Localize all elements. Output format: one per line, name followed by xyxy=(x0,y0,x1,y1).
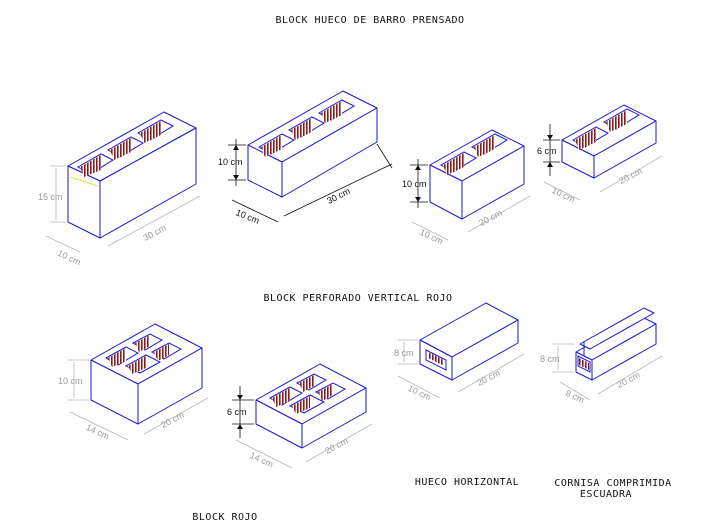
block-7-width-label: 10 cm xyxy=(406,383,432,402)
block-5: 10 cm 14 cm 20 cm xyxy=(58,323,209,442)
block-3-length-label: 20 cm xyxy=(477,208,503,228)
block-7-length-label: 20 cm xyxy=(475,368,501,388)
block-2-height-label: 10 cm xyxy=(218,157,243,167)
block-6-length-label: 20 cm xyxy=(323,436,349,456)
block-8-width-label: 8 cm xyxy=(564,388,586,405)
block-2-length-label: 30 cm xyxy=(325,186,351,206)
block-4-height-label: 6 cm xyxy=(537,146,557,156)
block-6: 6 cm 14 cm 20 cm xyxy=(227,363,373,470)
block-8: 8 cm 8 cm 20 cm xyxy=(540,307,663,405)
block-3: 10 cm 10 cm 20 cm xyxy=(402,129,531,246)
title-hueco-horizontal: HUECO HORIZONTAL xyxy=(415,477,519,488)
block-2: 10 cm 10 cm 30 cm xyxy=(218,90,393,226)
block-3-height-label: 10 cm xyxy=(402,179,427,189)
title-cornisa-line1: CORNISA COMPRIMIDA xyxy=(554,478,671,489)
title-block-rojo: BLOCK ROJO xyxy=(192,512,257,523)
title-perforado: BLOCK PERFORADO VERTICAL ROJO xyxy=(263,293,452,304)
block-1: 15 cm 10 cm 30 cm xyxy=(38,111,201,267)
block-3-width-label: 10 cm xyxy=(418,227,444,246)
block-4-length-label: 20 cm xyxy=(617,166,643,186)
block-1-height-label: 15 cm xyxy=(38,192,63,202)
title-cornisa-line2: ESCUADRA xyxy=(580,489,632,500)
block-8-length-label: 20 cm xyxy=(615,370,641,390)
block-5-height-label: 10 cm xyxy=(58,376,83,386)
block-5-length-label: 20 cm xyxy=(159,410,185,430)
block-7-height-label: 8 cm xyxy=(394,348,414,358)
block-8-height-label: 8 cm xyxy=(540,354,560,364)
block-4: 6 cm 10 cm 20 cm xyxy=(537,104,663,204)
block-1-width-label: 10 cm xyxy=(56,248,82,267)
block-4-width-label: 10 cm xyxy=(550,185,576,204)
title-main: BLOCK HUECO DE BARRO PRENSADO xyxy=(275,15,464,26)
block-6-height-label: 6 cm xyxy=(227,407,247,417)
block-2-width-label: 10 cm xyxy=(234,207,260,225)
block-7: 8 cm 10 cm 20 cm xyxy=(394,302,525,402)
